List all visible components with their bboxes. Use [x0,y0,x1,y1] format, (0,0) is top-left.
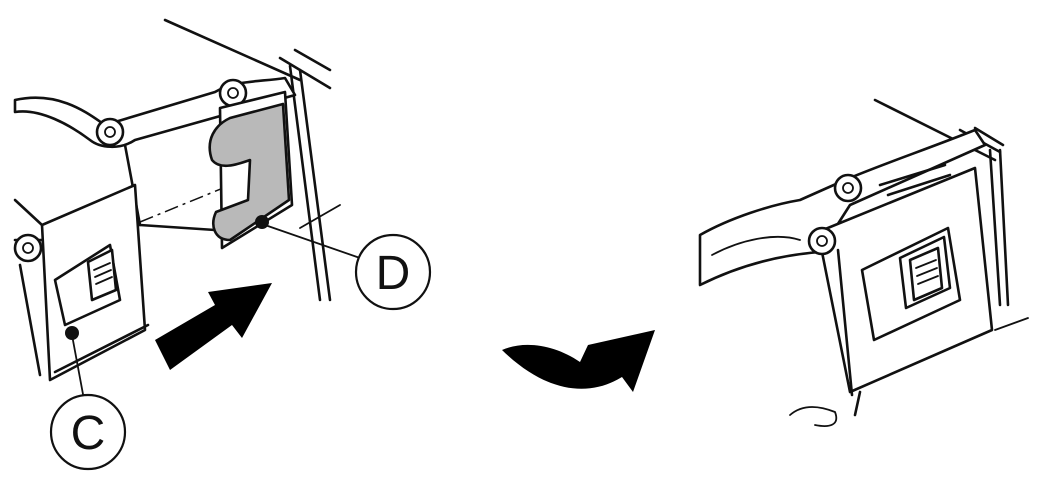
alignment-guide-line [139,174,256,223]
curved-arrow-icon [502,330,655,392]
right-assembly [698,98,1029,427]
callout-d-leader [264,224,361,259]
arrow-up-right-icon [155,283,272,370]
latch-plate [208,90,294,250]
front-handle-plate [13,183,150,382]
chassis-rails [163,18,341,302]
latch-hook [208,102,291,242]
left-assembly [13,18,361,406]
callout-d-label: D [376,247,411,300]
callout-c: C [49,393,127,471]
callout-c-label: C [71,407,106,460]
latch-pin-dot [255,215,269,229]
callout-c-leader [71,334,86,406]
callout-d: D [354,233,432,311]
right-front-plate [789,166,994,427]
handle-pin-dot [65,326,79,340]
right-bracket-arm [698,128,987,287]
